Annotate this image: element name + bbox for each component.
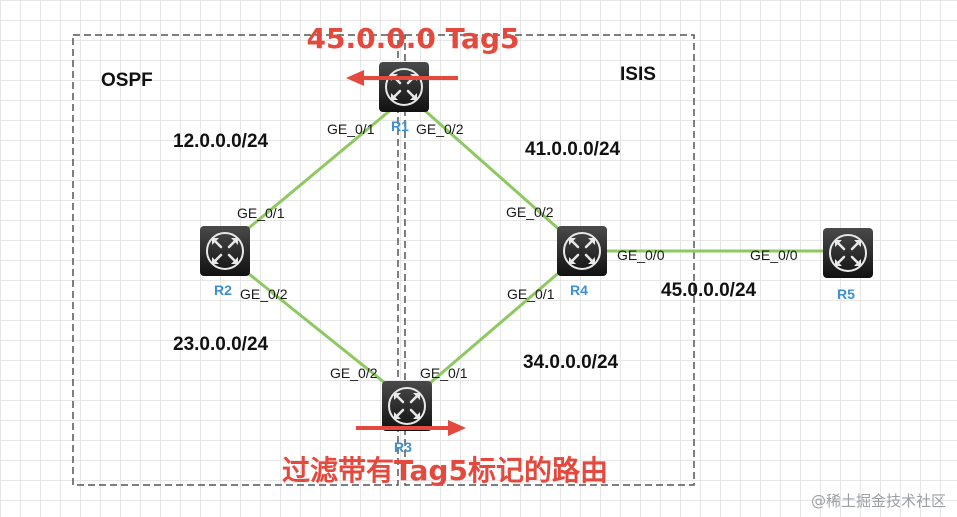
router-r4-icon[interactable] xyxy=(555,224,609,278)
interface-r1-ge02-label: GE_0/2 xyxy=(416,121,464,137)
subnet-r3-r4-label: 34.0.0.0/24 xyxy=(523,352,619,373)
interface-r4-ge01-label: GE_0/1 xyxy=(507,286,555,302)
subnet-r4-r5-label: 45.0.0.0/24 xyxy=(661,280,757,301)
link-r1-r2 xyxy=(242,106,395,234)
ospf-area-label: OSPF xyxy=(101,70,153,91)
link-r2-r3 xyxy=(242,268,387,385)
arrow-left-icon xyxy=(346,70,458,86)
isis-area-label: ISIS xyxy=(620,64,656,85)
arrow-right-icon xyxy=(356,420,466,436)
subnet-r1-r2-label: 12.0.0.0/24 xyxy=(173,131,269,152)
interface-r5-ge00-label: GE_0/0 xyxy=(750,247,798,263)
router-r1-icon[interactable] xyxy=(377,60,431,114)
interface-r1-ge01-label: GE_0/1 xyxy=(327,121,375,137)
interface-r3-ge01-label: GE_0/1 xyxy=(420,365,468,381)
link-r1-r4 xyxy=(420,106,564,234)
router-r3-icon[interactable] xyxy=(380,379,434,433)
isis-area-box xyxy=(404,34,695,486)
interface-r4-ge00-label: GE_0/0 xyxy=(617,247,665,263)
router-r5-label: R5 xyxy=(837,286,855,302)
link-r3-r4 xyxy=(428,268,564,385)
bottom-annotation: 过滤带有Tag5标记的路由 xyxy=(282,454,608,487)
router-r5-icon[interactable] xyxy=(821,226,875,280)
router-r3-label: R3 xyxy=(394,439,412,455)
interface-r3-ge02-label: GE_0/2 xyxy=(330,365,378,381)
ospf-area-box xyxy=(72,34,399,486)
watermark: @稀土掘金技术社区 xyxy=(811,492,946,510)
interface-r2-ge01-label: GE_0/1 xyxy=(237,205,285,221)
subnet-r2-r3-label: 23.0.0.0/24 xyxy=(173,334,269,355)
router-r2-icon[interactable] xyxy=(198,224,252,278)
router-r4-label: R4 xyxy=(570,282,588,298)
router-r2-label: R2 xyxy=(214,282,232,298)
interface-r2-ge02-label: GE_0/2 xyxy=(240,286,288,302)
subnet-r1-r4-label: 41.0.0.0/24 xyxy=(525,139,621,160)
top-annotation: 45.0.0.0 Tag5 xyxy=(307,22,520,55)
router-r1-label: R1 xyxy=(391,118,409,134)
interface-r4-ge02-label: GE_0/2 xyxy=(506,204,554,220)
